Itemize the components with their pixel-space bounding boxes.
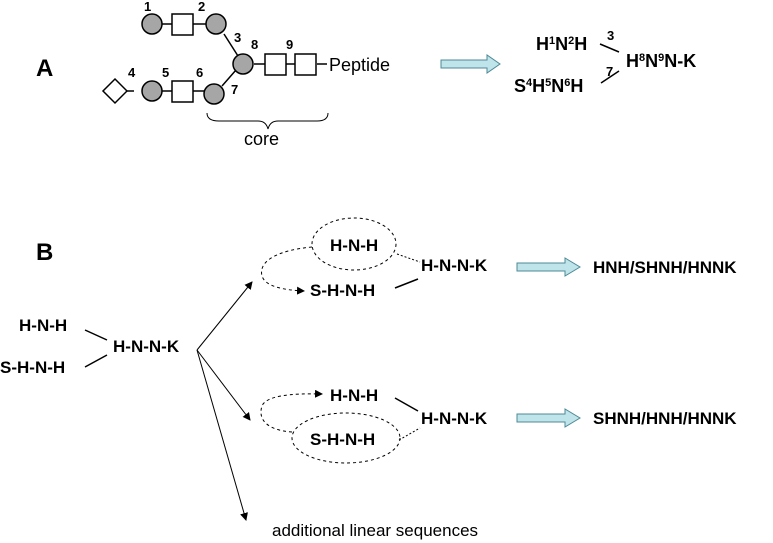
convert-arrow-a <box>440 54 501 74</box>
linear-core-sequence: H8N9N-K <box>626 51 696 71</box>
branch-2-dotted-link <box>398 427 421 441</box>
branch-1-bottom: S-H-N-H <box>310 281 375 300</box>
branch-1-dashed-arrow <box>261 246 313 295</box>
branch-2-result-arrow <box>516 408 581 428</box>
branch-2-result: SHNH/HNH/HNNK <box>593 409 737 428</box>
branch-1: H-N-H S-H-N-H H-N-N-K HNH/SHNH/HNNK <box>261 217 737 300</box>
residue-numbers: 1 2 3 4 5 6 7 8 9 <box>128 0 293 97</box>
residue-number-4: 4 <box>128 65 136 80</box>
residue-number-2: 2 <box>198 0 205 14</box>
source-bottom-branch: S-H-N-H <box>0 358 65 377</box>
core-brace <box>206 112 329 130</box>
branch-2: H-N-H S-H-N-H H-N-N-K SHNH/HNH/HNNK <box>260 386 737 464</box>
residues <box>101 13 317 105</box>
fan-out-arrows <box>196 281 253 521</box>
residue-6-square <box>171 80 194 103</box>
link-top-number: 3 <box>607 28 614 43</box>
residue-9a-square <box>264 53 287 76</box>
residue-9b-square <box>294 53 317 76</box>
residue-number-7: 7 <box>231 82 238 97</box>
arrow-to-branch-2 <box>196 349 251 421</box>
branch-1-result-arrow <box>516 257 581 277</box>
source-structure: H-N-H S-H-N-H H-N-N-K <box>0 316 180 377</box>
linear-sequence-a: H1N2H S4H5N6H H8N9N-K 3 7 <box>514 28 696 96</box>
residue-number-1: 1 <box>144 0 151 14</box>
glycan-structure <box>123 23 327 92</box>
core-label: core <box>244 129 279 149</box>
residue-7-circle <box>203 83 225 105</box>
peptide-label: Peptide <box>329 55 390 75</box>
source-top-branch: H-N-H <box>19 316 67 335</box>
link-top <box>599 43 620 53</box>
panel-a-label: A <box>36 55 53 82</box>
branch-2-core: H-N-N-K <box>421 409 488 428</box>
residue-number-5: 5 <box>162 65 169 80</box>
residue-4-diamond <box>101 77 129 105</box>
residue-1-circle <box>141 13 163 35</box>
source-core: H-N-N-K <box>113 337 180 356</box>
bond <box>221 69 237 87</box>
branch-2-solid-link <box>394 397 419 412</box>
residue-number-9: 9 <box>286 37 293 52</box>
additional-sequences-label: additional linear sequences <box>272 521 478 540</box>
linear-bottom-sequence: S4H5N6H <box>514 76 583 96</box>
residue-8-circle <box>232 53 254 75</box>
branch-1-solid-link <box>394 278 419 289</box>
branch-1-core: H-N-N-K <box>421 256 488 275</box>
panel-b-label: B <box>36 239 53 266</box>
arrow-to-additional <box>196 349 248 521</box>
branch-1-top: H-N-H <box>330 236 378 255</box>
branch-2-bottom: S-H-N-H <box>310 430 375 449</box>
residue-number-6: 6 <box>196 65 203 80</box>
branch-1-selected-ellipse <box>311 217 397 271</box>
branch-2-top: H-N-H <box>330 386 378 405</box>
bond <box>223 33 239 57</box>
link-bottom <box>600 70 620 84</box>
residue-5-circle <box>141 80 163 102</box>
arrow-to-branch-1 <box>196 281 253 351</box>
residue-3-circle <box>205 13 227 35</box>
residue-number-8: 8 <box>251 37 258 52</box>
branch-2-selected-ellipse <box>291 412 401 464</box>
source-link-bottom <box>84 354 108 368</box>
branch-1-result: HNH/SHNH/HNNK <box>593 258 737 277</box>
branch-1-dotted-link <box>396 253 421 263</box>
link-bottom-number: 7 <box>606 64 613 79</box>
linear-top-sequence: H1N2H <box>536 34 587 54</box>
branch-2-dashed-arrow <box>260 389 323 433</box>
source-link-top <box>84 329 108 341</box>
residue-2-square <box>171 13 194 36</box>
residue-number-3: 3 <box>234 30 241 45</box>
